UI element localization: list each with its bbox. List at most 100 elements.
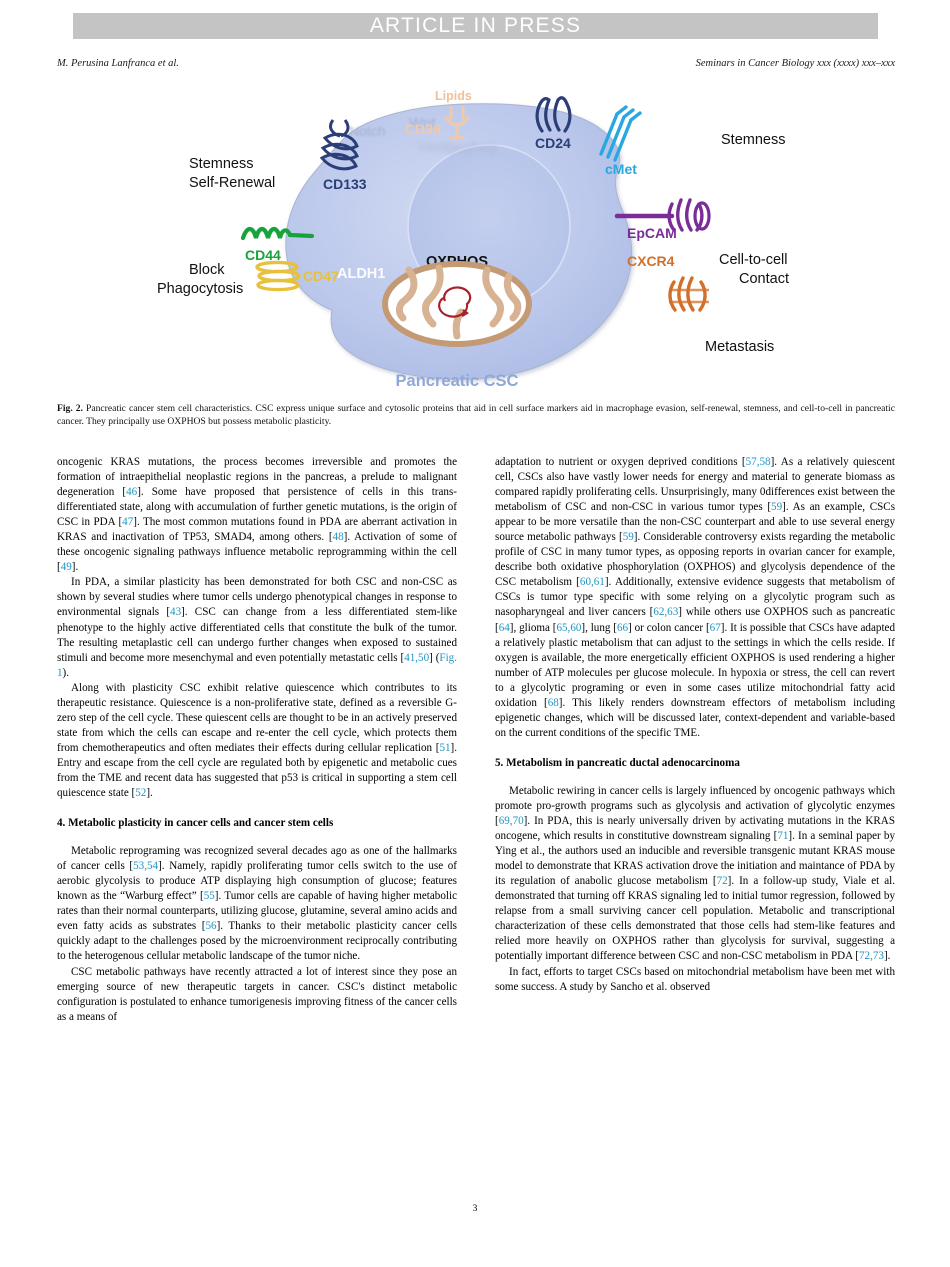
annotation-stemness-self-renewal: Stemness Self-Renewal	[189, 156, 275, 191]
citation-72[interactable]: 72	[716, 875, 728, 888]
annotation-cell-to-cell-contact: Cell-to-cell Contact	[719, 252, 792, 287]
marker-label-cd44: CD44	[245, 247, 281, 263]
text-run: In PDA, a similar plasticity has been de…	[57, 576, 457, 619]
section-heading-4: 4. Metabolic plasticity in cancer cells …	[57, 817, 334, 830]
receptor-cd24-icon	[535, 96, 572, 133]
figure-canvas: Notch Wnt Hedgeghog ALDH1 OXPHOS	[57, 86, 895, 398]
citation-59-b[interactable]: 59	[622, 531, 634, 544]
text-run: ]. Thanks to their metabolic plasticity …	[57, 920, 457, 963]
paragraph-right-3: In fact, efforts to target CSCs based on…	[495, 965, 895, 993]
paragraph-right-2: Metabolic rewiring in cancer cells is la…	[495, 784, 895, 965]
citation-71[interactable]: 71	[777, 830, 789, 843]
text-run: ]. Activation of some of these oncogenic…	[57, 531, 457, 574]
figure-caption: Fig. 2. Pancreatic cancer stem cell char…	[57, 402, 895, 428]
text-run: ].	[71, 561, 79, 574]
page-number: 3	[472, 1204, 478, 1214]
text-run: ] while others use OXPHOS such as pancre…	[495, 606, 895, 634]
citation-49[interactable]: 49	[60, 561, 72, 574]
citation-48[interactable]: 48	[332, 531, 344, 544]
marker-label-cmet: cMet	[605, 161, 637, 177]
text-run: ]. In PDA, this is nearly universally dr…	[495, 815, 895, 843]
receptor-cd133-icon	[319, 119, 359, 171]
citation-53-54[interactable]: 53,54	[133, 860, 159, 873]
receptor-cmet-icon	[599, 105, 642, 162]
citation-68[interactable]: 68	[547, 696, 559, 709]
annotation-metastasis: Metastasis	[705, 339, 774, 355]
text-run: ]. It is possible that CSCs have adapted…	[495, 621, 896, 709]
pathway-label-wnt: Wnt	[409, 115, 437, 132]
right-column: adaptation to nutrient or oxygen deprive…	[495, 455, 895, 1025]
paragraph-left-2: In PDA, a similar plasticity has been de…	[57, 575, 457, 680]
text-run: ].	[146, 787, 153, 800]
text-run: ].	[883, 950, 891, 963]
receptor-cd36-icon	[444, 106, 470, 140]
text-run: ]. In a follow-up study, Viale et al. de…	[495, 875, 895, 963]
text-run: ], lung [	[581, 621, 617, 634]
text-run: Along with plasticity CSC exhibit relati…	[57, 681, 457, 754]
text-run: ] (	[429, 651, 440, 664]
receptor-cd47-icon	[255, 260, 301, 292]
text-run: ]. Namely, rapidly proliferating tumor c…	[57, 860, 457, 903]
text-run: ).	[62, 666, 70, 679]
citation-69-70[interactable]: 69,70	[498, 815, 524, 828]
text-run: ]. Considerable controversy exists regar…	[495, 531, 896, 589]
receptor-cxcr4-icon	[668, 276, 709, 312]
figure-caption-text: Pancreatic cancer stem cell characterist…	[57, 403, 895, 428]
citation-56[interactable]: 56	[205, 920, 217, 933]
receptor-cd44-icon	[240, 226, 315, 241]
citation-66[interactable]: 66	[617, 621, 629, 634]
cell-title-label: Pancreatic CSC	[396, 372, 519, 390]
citation-62-63[interactable]: 62,63	[653, 606, 679, 619]
text-run: ]. In a seminal paper by Ying et al., th…	[495, 830, 895, 888]
text-run: ] or colon cancer [	[628, 621, 710, 634]
citation-41-50[interactable]: 41,50	[404, 651, 430, 664]
marker-label-lipids: Lipids	[435, 89, 472, 103]
citation-60-61[interactable]: 60,61	[579, 576, 605, 589]
text-run: ]. Some have proposed that persistence o…	[57, 486, 457, 529]
citation-59-a[interactable]: 59	[771, 501, 783, 514]
body-columns: oncogenic KRAS mutations, the process be…	[57, 455, 895, 1025]
figure-2: Notch Wnt Hedgeghog ALDH1 OXPHOS	[57, 86, 895, 398]
citation-57-58[interactable]: 57,58	[745, 456, 771, 468]
annotation-block-phagocytosis: Block Phagocytosis	[157, 262, 243, 297]
citation-67[interactable]: 67	[709, 621, 721, 634]
marker-label-cd36: CD36	[405, 121, 441, 137]
paragraph-left-3: Along with plasticity CSC exhibit relati…	[57, 681, 457, 801]
paragraph-right-1: adaptation to nutrient or oxygen deprive…	[495, 455, 895, 741]
pancreatic-csc-diagram: Notch Wnt Hedgeghog ALDH1 OXPHOS	[157, 89, 792, 390]
citation-46[interactable]: 46	[126, 486, 138, 499]
marker-label-aldh1: ALDH1	[337, 266, 385, 282]
mitochondrion	[382, 261, 532, 347]
marker-label-epcam: EpCAM	[627, 225, 677, 241]
article-in-press-banner: ARTICLE IN PRESS	[73, 13, 878, 39]
text-run: ], glioma [	[509, 621, 557, 634]
text-run: ]. Additionally, extensive evidence sugg…	[495, 576, 895, 619]
citation-55[interactable]: 55	[203, 890, 215, 903]
running-head-journal: Seminars in Cancer Biology xxx (xxxx) xx…	[695, 58, 895, 69]
text-run: ]. CSC can change from a less differenti…	[57, 606, 457, 664]
marker-label-cxcr4: CXCR4	[627, 253, 675, 269]
citation-43[interactable]: 43	[170, 606, 182, 619]
text-run: ]. This likely renders downstream effect…	[495, 696, 896, 739]
section-heading-5: 5. Metabolism in pancreatic ductal adeno…	[495, 756, 740, 769]
citation-47[interactable]: 47	[122, 516, 134, 529]
article-in-press-label: ARTICLE IN PRESS	[369, 14, 582, 37]
running-head-authors: M. Perusina Lanfranca et al.	[57, 58, 179, 69]
annotation-stemness-right: Stemness	[721, 132, 785, 148]
citation-72-73[interactable]: 72,73	[859, 950, 884, 963]
citation-52[interactable]: 52	[135, 787, 147, 800]
text-run: adaptation to nutrient or oxygen deprive…	[495, 456, 746, 468]
citation-51[interactable]: 51	[439, 741, 451, 754]
text-run: ]. As a relatively quiescent cell, CSCs …	[495, 456, 895, 514]
text-run: ]. Tumor cells are capable of having hig…	[57, 890, 457, 933]
figure-1-reference[interactable]: Fig. 1	[57, 651, 457, 679]
marker-label-cd24: CD24	[535, 135, 571, 151]
text-run: Metabolic reprograming was recognized se…	[57, 845, 457, 873]
text-run: ]. Entry and escape from the cell cycle …	[57, 741, 457, 800]
citation-64[interactable]: 64	[498, 621, 510, 634]
paragraph-left-5: CSC metabolic pathways have recently att…	[57, 965, 457, 1023]
text-run: oncogenic KRAS mutations, the process be…	[57, 456, 457, 499]
paragraph-left-4: Metabolic reprograming was recognized se…	[57, 844, 457, 964]
citation-65-60[interactable]: 65,60	[556, 621, 582, 634]
